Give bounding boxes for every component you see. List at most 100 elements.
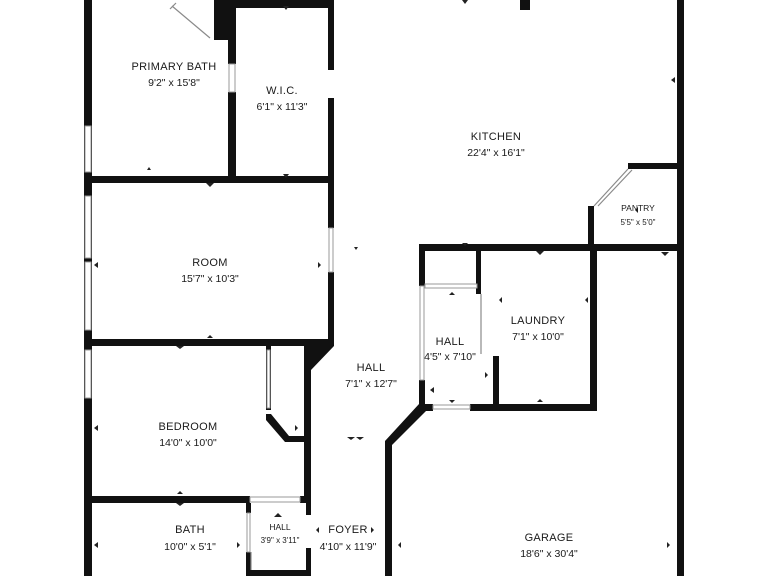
windows — [84, 63, 478, 553]
wall-pantry-bottom — [594, 244, 682, 251]
tick — [206, 183, 214, 187]
room-dims-hall-small: 4'5" x 7'10" — [424, 351, 476, 363]
room-name-wic: W.I.C. — [266, 85, 298, 97]
door-pantry-inner — [597, 169, 633, 207]
room-dims-primary-bath: 9'2" x 15'8" — [148, 77, 200, 89]
wall-room-bottom — [88, 339, 334, 346]
room-name-kitchen: KITCHEN — [471, 131, 521, 143]
wall-wic-top — [228, 0, 334, 8]
wall-bedroom-bottom-right — [300, 496, 311, 503]
wall-pantry-left — [588, 206, 594, 250]
wall-laundry-bottom-right — [470, 404, 597, 411]
room-dims-kitchen: 22'4" x 16'1" — [467, 147, 525, 159]
wall-wic-right-lower — [328, 98, 334, 182]
door-pantry — [593, 168, 629, 207]
wall-pantry-top — [628, 163, 680, 169]
tick — [430, 387, 434, 393]
tick — [94, 262, 98, 268]
tick — [283, 174, 289, 178]
tick — [176, 503, 184, 506]
window-closet — [266, 349, 271, 409]
wall-hall-tiny-left — [246, 503, 251, 513]
tick — [274, 513, 282, 517]
wall-hall-tiny-bottom — [246, 570, 311, 576]
tick — [371, 527, 374, 533]
tick — [347, 437, 355, 440]
window-hall-tiny-top — [249, 496, 301, 503]
tick — [398, 542, 401, 548]
tick — [462, 0, 468, 4]
tick — [316, 527, 319, 533]
wall-bedroom-bottom — [88, 496, 250, 503]
tick — [537, 399, 543, 402]
dimension-ticks — [94, 0, 675, 548]
window-primary-bath — [84, 125, 92, 173]
room-name-garage: GARAGE — [525, 532, 574, 544]
room-name-hall-small: HALL — [436, 336, 465, 348]
room-name-laundry: LAUNDRY — [511, 315, 566, 327]
wall-bedroom-right — [304, 339, 311, 499]
tick — [536, 251, 544, 255]
wall-hall-small-left — [419, 244, 425, 286]
wall-closet-diag — [266, 414, 308, 442]
room-dims-bedroom: 14'0" x 10'0" — [159, 437, 217, 449]
wall-room-top — [88, 176, 334, 183]
tick — [354, 247, 358, 250]
wall-bedroom-corner — [304, 339, 334, 370]
wall-hall-tiny-right — [306, 503, 311, 515]
tick — [207, 335, 213, 338]
room-labels: PRIMARY BATH 9'2" x 15'8" W.I.C. 6'1" x … — [132, 61, 656, 560]
room-dims-room: 15'7" x 10'3" — [181, 273, 239, 285]
tick — [661, 252, 669, 256]
tick — [499, 297, 502, 303]
window-hall-small-bottom — [432, 404, 471, 410]
wall-wic-right — [328, 0, 334, 70]
window-room-door — [328, 227, 334, 273]
window-hall-small-left — [419, 285, 425, 381]
window-wic-door — [228, 63, 236, 93]
tick — [94, 425, 98, 431]
window-bedroom — [84, 349, 92, 399]
room-name-hall-main: HALL — [357, 362, 386, 374]
room-dims-hall-tiny: 3'9" x 3'11" — [261, 536, 300, 545]
tick — [295, 425, 298, 431]
tick — [635, 207, 638, 213]
tick — [176, 346, 184, 349]
tick — [283, 6, 289, 10]
wall-laundry-right — [590, 244, 597, 411]
tick — [356, 437, 364, 440]
wall-hall-tiny-right-lower — [306, 548, 311, 576]
room-name-room: ROOM — [192, 257, 227, 269]
tick — [94, 542, 98, 548]
tick — [462, 243, 468, 246]
wall-room-right — [328, 176, 334, 228]
wall-hall-tiny-left-lower — [246, 552, 251, 576]
room-dims-hall-main: 7'1" x 12'7" — [345, 378, 397, 390]
room-dims-bath: 10'0" x 5'1" — [164, 541, 216, 553]
door-primary-bath-edge — [169, 2, 177, 10]
wall-hall-small-inner — [476, 244, 481, 294]
tick — [585, 297, 588, 303]
room-dims-foyer: 4'10" x 11'9" — [320, 541, 377, 553]
tick — [667, 542, 670, 548]
tick — [318, 262, 321, 268]
wall-laundry-left — [493, 356, 499, 410]
tick — [147, 167, 151, 170]
wall-garage-diag — [385, 404, 427, 576]
room-name-foyer: FOYER — [328, 524, 367, 536]
window-room-lower — [84, 261, 92, 331]
window-room-upper — [84, 195, 92, 259]
room-name-pantry: PANTRY — [621, 203, 655, 213]
tick — [237, 542, 240, 548]
tick — [449, 400, 455, 403]
door-primary-bath — [171, 5, 211, 39]
wall-right-exterior — [677, 0, 684, 576]
tick — [177, 491, 183, 494]
wall-laundry-bottom — [419, 404, 433, 411]
room-name-bedroom: BEDROOM — [159, 421, 218, 433]
room-dims-laundry: 7'1" x 10'0" — [512, 331, 564, 343]
window-hall-small-top — [424, 283, 478, 289]
wall-kitchen-top-block — [520, 0, 530, 10]
window-hall-tiny-left — [246, 512, 251, 553]
